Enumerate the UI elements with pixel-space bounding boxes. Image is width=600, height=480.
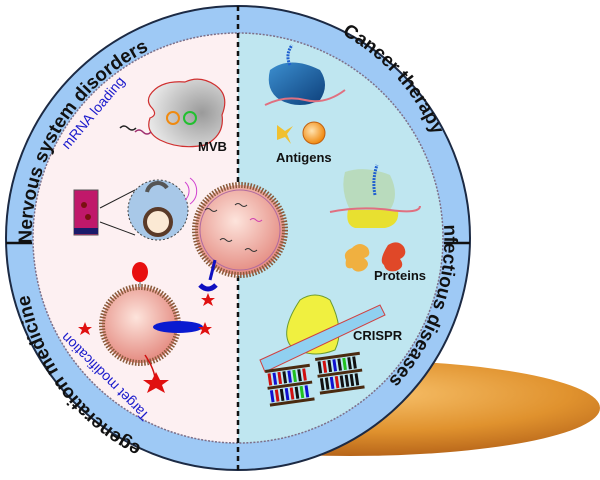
mvb-label: MVB [198, 139, 227, 154]
antigens-label: Antigens [276, 150, 332, 165]
targeted-vesicle [78, 262, 212, 393]
dna-barcode-illustration [265, 351, 365, 407]
proteins-label: Proteins [374, 268, 426, 283]
tube-illustration [73, 177, 198, 241]
mvb-illustration: MVB [119, 78, 227, 154]
protein-synthesis-illustration [329, 164, 421, 228]
inner-membrane [32, 32, 444, 444]
cancer-complex-illustration [264, 44, 346, 106]
proteins-illustration: Proteins [344, 242, 426, 283]
crispr-label: CRISPR [353, 328, 403, 343]
center-vesicle [192, 182, 288, 306]
crispr-illustration: CRISPR [259, 294, 403, 373]
antigens-illustration: Antigens [276, 121, 332, 165]
